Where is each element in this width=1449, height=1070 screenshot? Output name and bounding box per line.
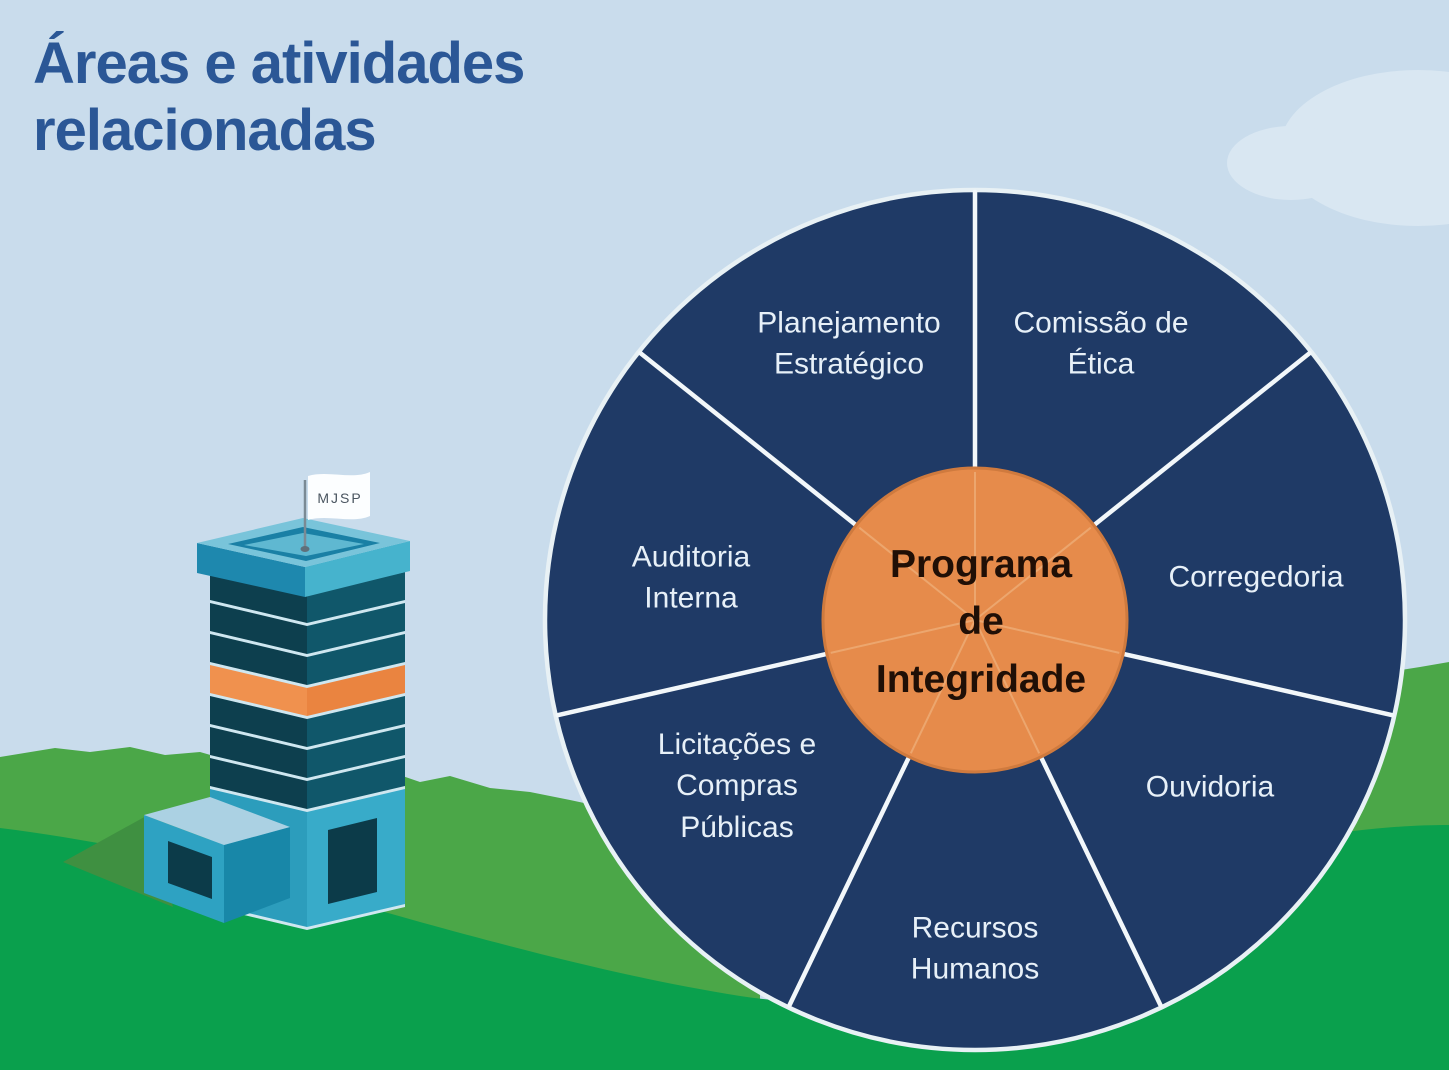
building-orange-band bbox=[210, 665, 307, 716]
annex-window bbox=[168, 841, 212, 899]
building-illustration bbox=[63, 472, 410, 930]
mjsp-flag bbox=[300, 472, 370, 552]
cloud-icon bbox=[1227, 70, 1449, 226]
building-orange-band-right bbox=[307, 665, 405, 716]
wheel-center-circle bbox=[821, 466, 1129, 774]
building-door bbox=[328, 818, 377, 904]
building-annex bbox=[144, 797, 290, 923]
wheel-center-spokes bbox=[830, 472, 1120, 754]
integrity-wheel bbox=[542, 187, 1408, 1053]
wheel-dividers bbox=[555, 189, 1395, 1008]
page-title: Áreas e atividades relacionadas bbox=[33, 31, 525, 164]
